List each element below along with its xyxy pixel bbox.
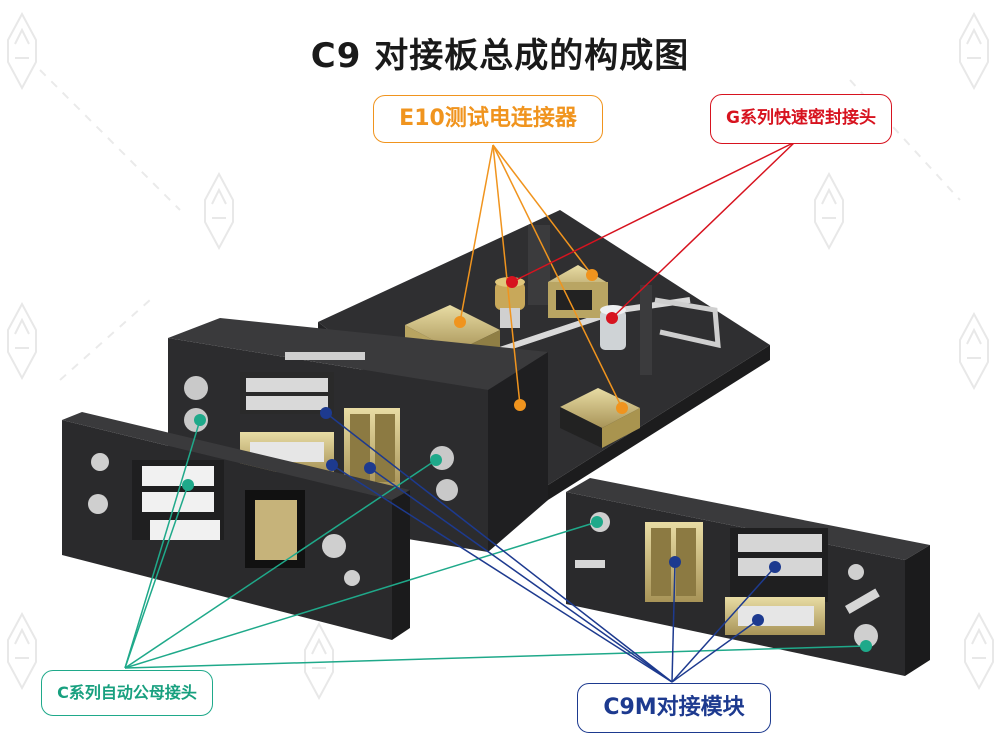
- callout-c-series-auto-connector: C系列自动公母接头: [41, 670, 213, 716]
- callout-c9m-docking-module: C9M对接模块: [577, 683, 771, 733]
- c-series-leader-lines: [124, 419, 867, 669]
- e10-connector-rear-right: [548, 265, 608, 318]
- diagram-title: C9 对接板总成的构成图: [310, 36, 690, 76]
- g-series-seal-connector-right: [600, 305, 626, 350]
- e10-markers: [454, 269, 628, 414]
- callout-e10-connector: E10测试电连接器: [373, 95, 603, 143]
- front-left-plate: [62, 412, 410, 640]
- e10-leader-lines: [459, 144, 623, 409]
- e10-connector-front-right: [560, 388, 640, 448]
- g-series-leader-lines: [511, 141, 796, 319]
- c9m-leader-lines: [325, 412, 776, 683]
- g-series-markers: [506, 276, 618, 324]
- watermark-pattern: [7, 13, 994, 699]
- c9m-markers: [320, 407, 781, 626]
- c-series-markers: [182, 414, 872, 652]
- callout-g-series-seal-connector: G系列快速密封接头: [710, 94, 892, 144]
